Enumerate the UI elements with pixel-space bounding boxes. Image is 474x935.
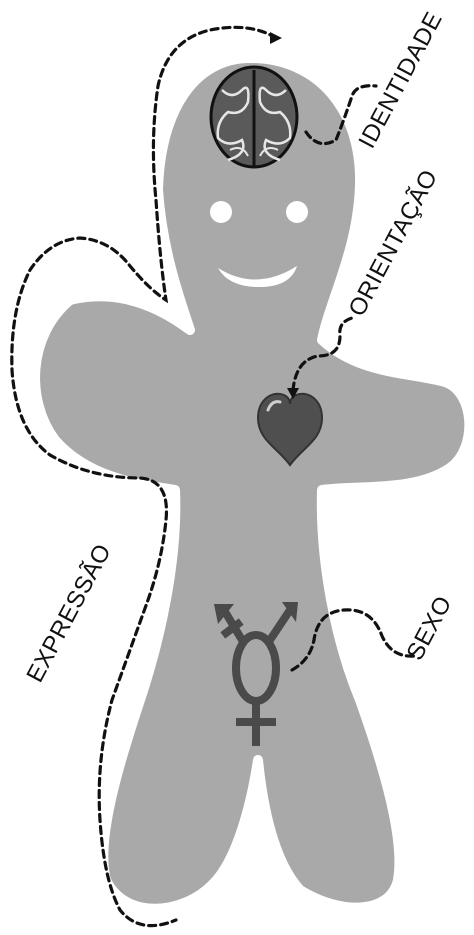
label-sex: SEXO <box>401 591 457 664</box>
left-eye <box>210 201 232 223</box>
label-identity: IDENTIDADE <box>353 7 447 152</box>
label-expression: EXPRESSÃO <box>21 539 116 686</box>
right-eye <box>286 201 308 223</box>
brain-icon <box>211 67 297 167</box>
